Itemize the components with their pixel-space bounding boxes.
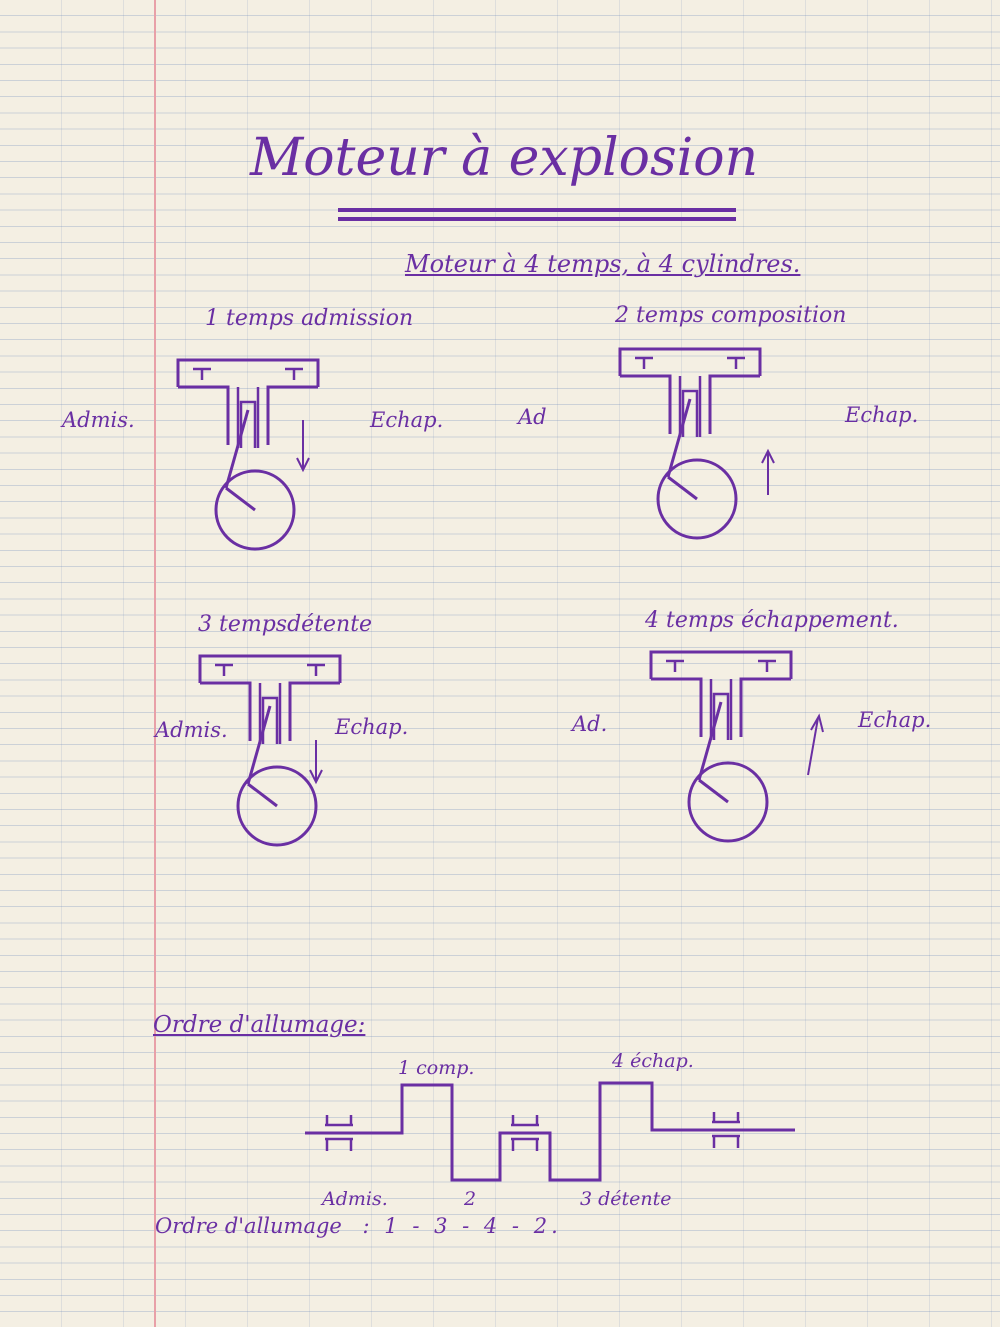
engine-diagram-3 <box>198 654 342 847</box>
stroke-4-title: 4 temps échappement. <box>645 608 899 633</box>
stroke-2-exhaust-label: Echap. <box>845 403 919 427</box>
title-underline-top <box>338 208 736 212</box>
stroke-2-intake-label: Ad <box>518 405 547 429</box>
engine-diagram-1 <box>176 358 320 551</box>
phase-compression-label: 1 comp. <box>398 1057 475 1079</box>
piston-arrow-down-1 <box>296 420 310 473</box>
engine-diagram-2 <box>618 347 762 540</box>
piston-arrow-up-2 <box>761 448 775 495</box>
stroke-1-intake-label: Admis. <box>62 408 135 432</box>
stroke-2-title: 2 temps composition <box>615 303 847 328</box>
firing-order-line: Ordre d'allumage : 1 - 3 - 4 - 2. <box>155 1214 562 1238</box>
page-margin-line <box>154 0 156 1327</box>
stroke-3-title: 3 tempsdétente <box>198 612 373 637</box>
stroke-3-intake-label: Admis. <box>155 718 228 742</box>
firing-order-label: Ordre d'allumage <box>155 1214 342 1238</box>
stroke-1-exhaust-label: Echap. <box>370 408 444 432</box>
stroke-1-title: 1 temps admission <box>205 306 414 331</box>
firing-order-waveform <box>305 1081 795 1182</box>
title-underline-bottom <box>338 217 736 221</box>
page-title: Moteur à explosion <box>250 128 759 188</box>
engine-diagram-4 <box>649 650 793 843</box>
phase-intake-label: Admis. <box>322 1188 388 1210</box>
stroke-4-exhaust-label: Echap. <box>858 708 932 732</box>
phase-number-2-label: 2 <box>464 1188 477 1210</box>
firing-order-heading: Ordre d'allumage: <box>153 1012 366 1038</box>
piston-arrow-up-4 <box>807 713 824 776</box>
phase-expansion-label: 3 détente <box>580 1188 672 1210</box>
piston-arrow-down-3 <box>309 740 323 785</box>
firing-order-sequence: : 1 - 3 - 4 - 2. <box>362 1214 562 1238</box>
stroke-4-intake-label: Ad. <box>572 712 608 736</box>
phase-exhaust-label: 4 échap. <box>612 1050 694 1072</box>
page-subtitle: Moteur à 4 temps, à 4 cylindres. <box>405 250 801 278</box>
stroke-3-exhaust-label: Echap. <box>335 715 409 739</box>
